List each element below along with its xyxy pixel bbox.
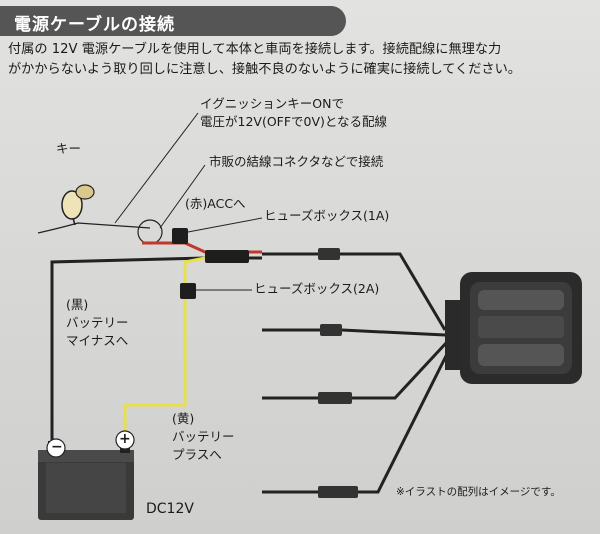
intro-text: 付属の 12V 電源ケーブルを使用して本体と車両を接続します。接続配線に無理な力… — [8, 40, 598, 80]
plus-label: + — [119, 431, 131, 447]
main-cable-connector — [318, 248, 340, 260]
cable-4b — [358, 347, 452, 494]
cable-2b — [341, 328, 446, 337]
key-wire — [37, 222, 151, 234]
minus-label: − — [51, 439, 63, 455]
acc-label: (赤)ACCへ — [185, 196, 246, 211]
black-wire-label-1: (黒) — [66, 297, 89, 312]
cable-2-connector — [320, 324, 342, 336]
fuse-1a-box — [172, 228, 188, 244]
harness-joint — [205, 250, 249, 263]
section-title-bar: 電源ケーブルの接続 — [0, 6, 346, 36]
key-label: キー — [56, 141, 82, 156]
yellow-wire-label-1: (黄) — [172, 411, 195, 426]
section-title: 電源ケーブルの接続 — [14, 15, 175, 35]
connector-label: 市販の結線コネクタなどで接続 — [209, 154, 384, 169]
cable-3b — [352, 340, 449, 400]
leader-fuse-1a — [187, 217, 263, 233]
ignition-label-2: 電圧が12V(OFFで0V)となる配線 — [200, 114, 388, 129]
fuse-2a-label: ヒューズボックス(2A) — [254, 281, 380, 296]
fuse-1a-label: ヒューズボックス(1A) — [264, 208, 390, 223]
minus-terminal-badge — [46, 438, 66, 458]
black-wire-label-3: マイナスへ — [66, 333, 129, 348]
plus-terminal-badge — [115, 430, 135, 450]
illustration-note: ※イラストの配列はイメージです。 — [396, 486, 561, 498]
yellow-wire-label-3: プラスへ — [172, 447, 222, 462]
yellow-wire — [123, 256, 206, 440]
intro-line-1: 付属の 12V 電源ケーブルを使用して本体と車両を接続します。接続配線に無理な力 — [8, 42, 502, 57]
black-wire-label-2: バッテリー — [66, 315, 129, 330]
key-icon — [61, 184, 95, 226]
black-wire — [50, 256, 262, 445]
yellow-wire-label-2: バッテリー — [172, 429, 235, 444]
device-unit — [445, 272, 582, 384]
intro-line-2: がかからないよう取り回しに注意し、接触不良のないように確実に接続してください。 — [8, 62, 521, 77]
leader-ignition — [114, 112, 199, 224]
connector-circle — [137, 219, 163, 245]
ignition-label-1: イグニッションキーONで — [200, 96, 344, 111]
leader-connector — [159, 164, 206, 229]
cable-3-connector — [318, 392, 352, 404]
voltage-label: DC12V — [146, 501, 194, 517]
cable-4-connector — [318, 486, 358, 498]
fuse-2a-box — [180, 283, 196, 299]
main-cable-2 — [340, 252, 447, 331]
battery — [38, 441, 134, 520]
